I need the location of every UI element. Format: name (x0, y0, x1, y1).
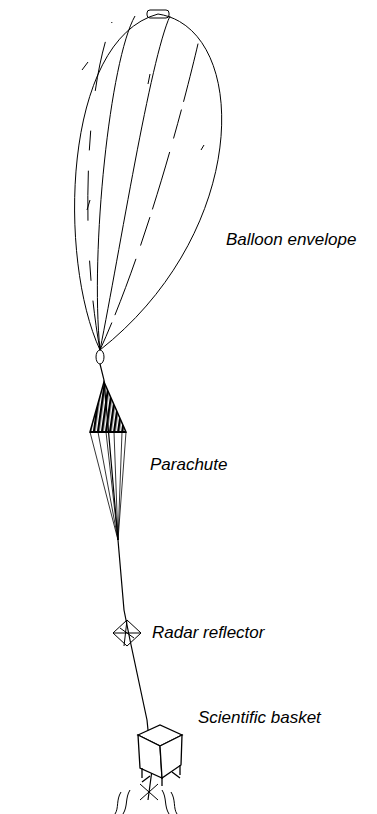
parachute-symbol (90, 382, 126, 540)
scientific-basket-symbol (138, 725, 182, 786)
part-label: Radar reflector (152, 623, 264, 643)
part-label: Parachute (150, 455, 228, 475)
radar-reflector-symbol (113, 620, 141, 646)
balloon-envelope (75, 10, 222, 350)
balloon-ring (96, 350, 104, 364)
part-label: Balloon envelope (226, 230, 356, 250)
antenna-and-signal (115, 784, 177, 814)
part-label: Scientific basket (198, 708, 321, 728)
